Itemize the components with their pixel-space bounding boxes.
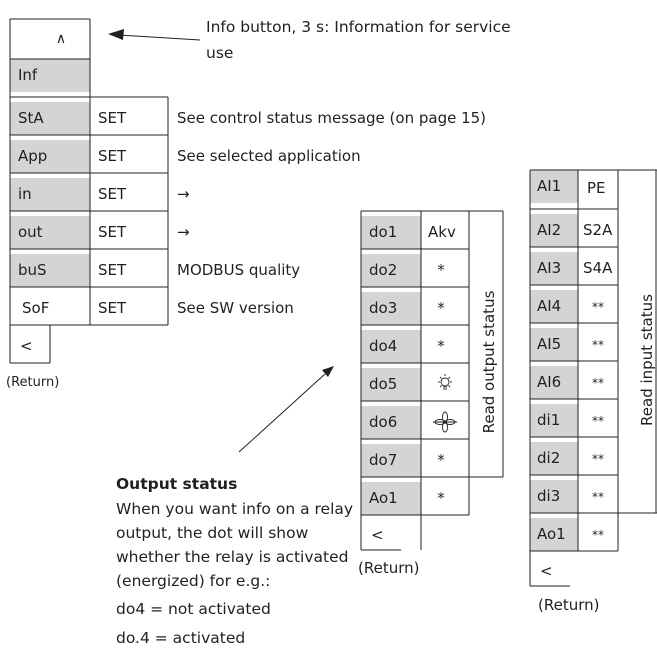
menu-set-out: SET <box>98 223 127 241</box>
in-code-ai5[interactable]: AI5 <box>530 328 578 361</box>
in-code-ai4[interactable]: AI4 <box>530 290 578 323</box>
menu-desc-bus: MODBUS quality <box>177 261 301 279</box>
note-line: output, the dot will show <box>116 524 309 542</box>
in-value-di1: ** <box>592 413 604 428</box>
note-line: whether the relay is activated <box>116 548 349 566</box>
in-code-di1[interactable]: di1 <box>530 404 578 437</box>
out-code-do2[interactable]: do2 <box>361 254 421 287</box>
in-value-ai4: ** <box>592 299 604 314</box>
menu-set-app: SET <box>98 147 127 165</box>
in-value-di2: ** <box>592 451 604 466</box>
info-up-cell[interactable]: ∧ <box>55 31 67 47</box>
menu-code-app[interactable]: App <box>10 140 90 173</box>
in-value-ai1: PE <box>587 179 606 197</box>
menu-set-in: SET <box>98 185 127 203</box>
menu-set-bus: SET <box>98 261 127 279</box>
in-return-label: (Return) <box>538 596 600 614</box>
out-code-do5[interactable]: do5 <box>361 368 421 401</box>
in-code-ai3[interactable]: AI3 <box>530 252 578 285</box>
out-back-button[interactable]: < <box>371 525 384 544</box>
in-value-ai3: S4A <box>583 259 613 277</box>
menu-desc-sof: See SW version <box>177 299 294 317</box>
in-value-ai2: S2A <box>583 221 613 239</box>
out-code-ao1[interactable]: Ao1 <box>361 482 421 515</box>
out-value-do1: Akv <box>428 223 456 241</box>
in-code-ao1[interactable]: Ao1 <box>530 518 578 551</box>
menu-code-sta[interactable]: StA <box>10 102 90 135</box>
note-line: do4 = not activated <box>116 600 271 618</box>
menu-set-sta: SET <box>98 109 127 127</box>
in-value-ai6: ** <box>592 375 604 390</box>
menu-code-bus[interactable]: buS <box>10 254 90 287</box>
note-pointer-arrow <box>238 366 334 453</box>
menu-code-inf[interactable]: Inf <box>10 59 90 92</box>
output-menu-borders <box>360 210 504 551</box>
menu-desc-out-arrow: → <box>177 223 190 241</box>
input-menu-borders <box>529 169 657 587</box>
in-code-ai1[interactable]: AI1 <box>530 170 578 203</box>
info-arrow <box>108 29 201 41</box>
note-line: When you want info on a relay <box>116 500 354 518</box>
menu-desc-in-arrow: → <box>177 185 190 203</box>
in-back-button[interactable]: < <box>540 561 553 580</box>
note-line: do.4 = activated <box>116 629 246 647</box>
note-line: (energized) for e.g.: <box>116 572 271 590</box>
info-callout-line2: use <box>206 44 234 62</box>
menu-code-in[interactable]: in <box>10 178 90 211</box>
in-code-ai2[interactable]: AI2 <box>530 214 578 247</box>
out-value-do3: * <box>437 299 445 317</box>
main-menu-borders <box>9 18 169 364</box>
menu-desc-sta: See control status message (on page 15) <box>177 109 487 127</box>
in-code-di3[interactable]: di3 <box>530 480 578 513</box>
out-code-do3[interactable]: do3 <box>361 292 421 325</box>
out-code-do6[interactable]: do6 <box>361 406 421 439</box>
out-code-do4[interactable]: do4 <box>361 330 421 363</box>
in-value-di3: ** <box>592 489 604 504</box>
in-code-di2[interactable]: di2 <box>530 442 578 475</box>
out-code-do1[interactable]: do1 <box>361 216 421 249</box>
lamp-icon <box>438 374 452 390</box>
info-callout-line1: Info button, 3 s: Information for servic… <box>206 18 511 36</box>
out-value-do2: * <box>437 261 445 279</box>
in-value-ai5: ** <box>592 337 604 352</box>
in-value-ao1: ** <box>592 527 604 542</box>
in-code-ai6[interactable]: AI6 <box>530 366 578 399</box>
menu-set-sof: SET <box>98 299 127 317</box>
menu-return-label: (Return) <box>6 375 60 390</box>
out-value-ao1: * <box>437 489 445 507</box>
menu-desc-app: See selected application <box>177 147 361 165</box>
fan-icon <box>433 411 457 433</box>
menu-back-button[interactable]: < <box>20 337 33 355</box>
out-value-do7: * <box>437 451 445 469</box>
menu-code-out[interactable]: out <box>10 216 90 249</box>
out-value-do4: * <box>437 337 445 355</box>
out-code-do7[interactable]: do7 <box>361 444 421 477</box>
note-title: Output status <box>116 475 238 493</box>
out-return-label: (Return) <box>358 559 420 577</box>
menu-code-sof[interactable]: SoF <box>22 299 50 317</box>
